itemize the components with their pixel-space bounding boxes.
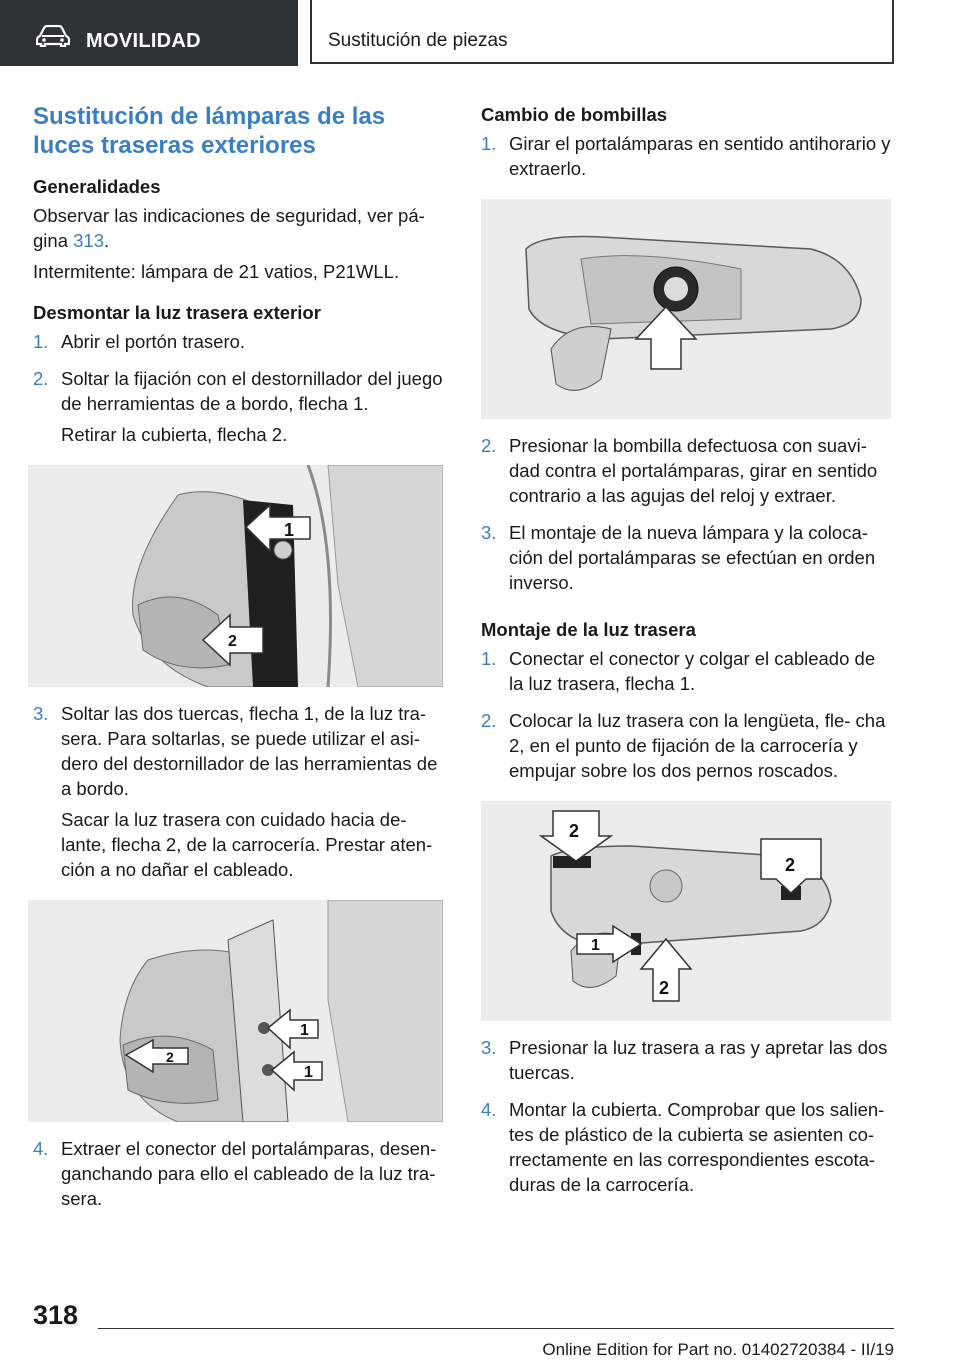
header-chapter-label: Sustitución de piezas	[328, 30, 508, 51]
page-number: 318	[33, 1300, 79, 1330]
arrow-2-icon: 2	[124, 1038, 189, 1074]
step-text: Soltar la fijación con el destornillador…	[61, 368, 443, 414]
callout-label: 2	[228, 633, 237, 650]
step-text: Girar el portalámparas en sentido antiho…	[509, 133, 891, 179]
figure-light-mounting: 2 2 1 2	[481, 801, 891, 1021]
figure-bulb-holder	[481, 199, 891, 419]
step-number: 4.	[33, 1138, 49, 1159]
left-column: Sustitución de lámparas de las luces tra…	[28, 102, 448, 1223]
callout-label: 2	[785, 855, 795, 875]
step-text: Montar la cubierta. Comprobar que los sa…	[509, 1099, 885, 1195]
callout-label: 1	[304, 1064, 313, 1081]
header-section-tab: MOVILIDAD	[0, 0, 298, 66]
step-text: Soltar las dos tuercas, flecha 1, de la …	[61, 703, 438, 799]
step-item: 2. Soltar la fijación con el destornilla…	[33, 366, 448, 453]
step-text: Extraer el conector del portalámparas, d…	[61, 1138, 437, 1209]
arrow-1-icon: 1	[270, 1050, 323, 1092]
step-item: 2. Colocar la luz trasera con la lengüet…	[481, 708, 893, 789]
safety-text: Observar las indicaciones de seguridad, …	[33, 205, 425, 251]
step-extra-text: Retirar la cubierta, flecha 2.	[61, 424, 288, 445]
section-title: Sustitución de lámparas de las luces tra…	[33, 103, 386, 159]
step-text: El montaje de la nueva lámpara y la colo…	[509, 522, 876, 593]
header-section-label: MOVILIDAD	[86, 30, 201, 52]
page-link[interactable]: 313	[73, 230, 104, 251]
header-chapter-box: Sustitución de piezas	[310, 0, 894, 64]
arrow-1-icon: 1	[266, 1008, 319, 1050]
general-heading: Generalidades	[33, 176, 161, 197]
callout-label: 1	[591, 937, 600, 954]
safety-note: Observar las indicaciones de seguridad, …	[33, 203, 448, 253]
callout-label: 1	[300, 1022, 309, 1039]
step-number: 1.	[481, 133, 497, 154]
callout-label: 1	[284, 520, 294, 540]
right-column: Cambio de bombillas 1. Girar el portalám…	[481, 102, 893, 1209]
step-item: 2. Presionar la bombilla defectuosa con …	[481, 433, 893, 514]
mount-heading: Montaje de la luz trasera	[481, 619, 696, 640]
step-number: 1.	[481, 648, 497, 669]
step-number: 3.	[481, 522, 497, 543]
safety-end: .	[104, 230, 110, 251]
footer-divider	[98, 1328, 894, 1329]
step-number: 2.	[481, 710, 497, 731]
step-text: Presionar la luz trasera a ras y apretar…	[509, 1037, 888, 1083]
car-icon	[36, 25, 70, 47]
indicator-text: Intermitente: lámpara de 21 vatios, P21W…	[33, 261, 400, 282]
arrow-2-icon: 2	[201, 613, 264, 667]
callout-label: 2	[166, 1049, 174, 1065]
step-number: 2.	[33, 368, 49, 389]
step-item: 3. Presionar la luz trasera a ras y apre…	[481, 1035, 893, 1091]
callout-label: 2	[659, 978, 669, 998]
arrow-2-icon: 2	[639, 937, 693, 1002]
step-number: 2.	[481, 435, 497, 456]
step-item: 3. El montaje de la nueva lámpara y la c…	[481, 520, 893, 601]
step-extra-text: Sacar la luz trasera con cuidado hacia d…	[61, 809, 433, 880]
step-number: 3.	[481, 1037, 497, 1058]
arrow-1-icon: 1	[576, 924, 643, 964]
step-item: 1. Girar el portalámparas en sentido ant…	[481, 131, 893, 187]
step-number: 1.	[33, 331, 49, 352]
bulb-heading: Cambio de bombillas	[481, 104, 668, 125]
arrow-2-icon: 2	[760, 838, 822, 895]
figure-cover-removal: 1 2	[28, 465, 443, 687]
arrow-up-icon	[634, 305, 698, 370]
step-number: 3.	[33, 703, 49, 724]
arrow-2-icon: 2	[538, 810, 614, 862]
callout-label: 2	[569, 821, 579, 841]
step-number: 4.	[481, 1099, 497, 1120]
step-text: Colocar la luz trasera con la lengüeta, …	[509, 710, 886, 781]
step-item: 1. Conectar el conector y colgar el cabl…	[481, 646, 893, 702]
step-item: 4. Extraer el conector del portalámparas…	[33, 1136, 448, 1217]
figure-nuts-removal: 1 1 2	[28, 900, 443, 1122]
step-text: Presionar la bombilla defectuosa con sua…	[509, 435, 878, 506]
remove-heading: Desmontar la luz trasera exterior	[33, 302, 321, 323]
step-item: 4. Montar la cubierta. Comprobar que los…	[481, 1097, 893, 1203]
step-text: Conectar el conector y colgar el cablead…	[509, 648, 876, 694]
step-item: 3. Soltar las dos tuercas, flecha 1, de …	[33, 701, 448, 888]
arrow-1-icon: 1	[244, 503, 311, 553]
step-text: Abrir el portón trasero.	[61, 331, 246, 352]
step-item: 1. Abrir el portón trasero.	[33, 329, 448, 360]
footer-edition: Online Edition for Part no. 01402720384 …	[542, 1340, 894, 1359]
